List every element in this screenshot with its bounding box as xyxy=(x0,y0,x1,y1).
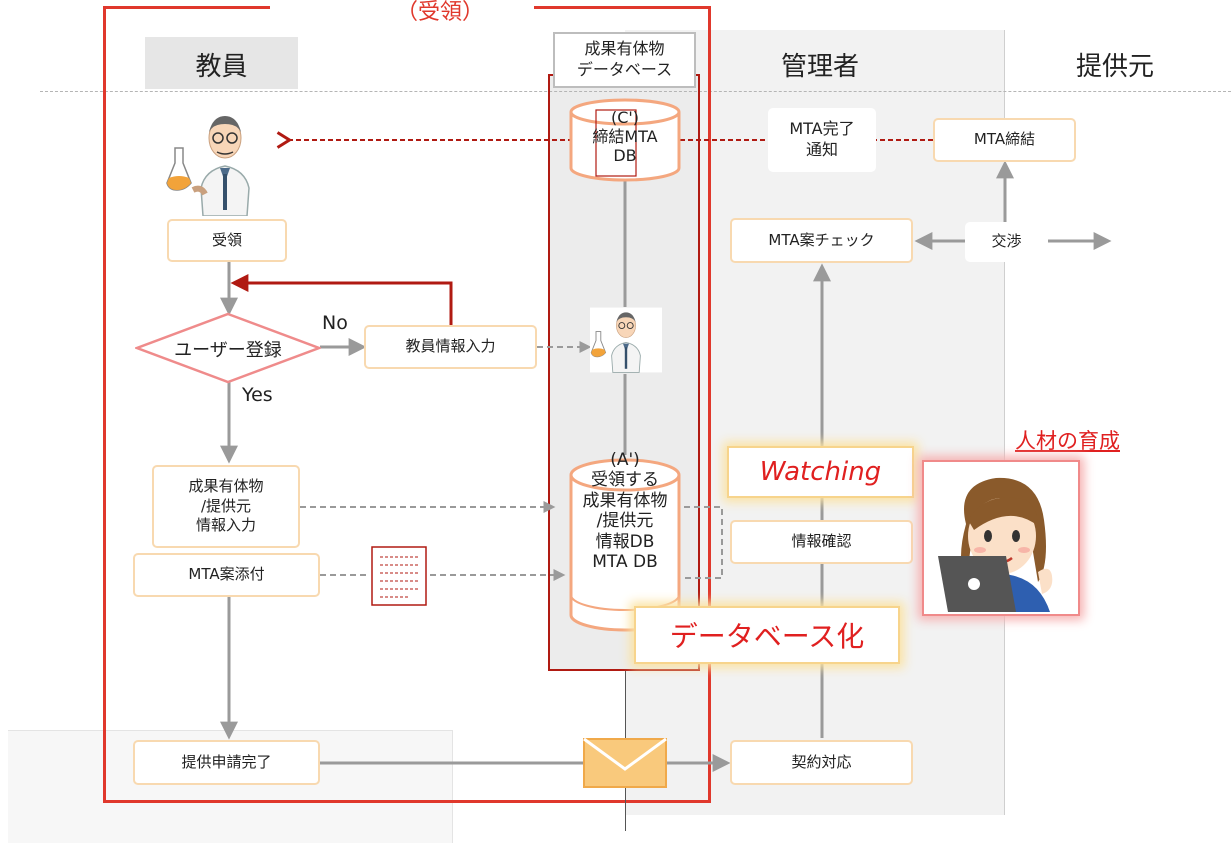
receive-box: 受領 xyxy=(167,219,287,262)
receiving-title: （受領） xyxy=(395,0,484,25)
contract-mta-db-cylinder xyxy=(569,98,681,182)
mta-notice-box: MTA完了 通知 xyxy=(768,108,876,172)
receiving-frame-gap xyxy=(270,0,534,14)
manager-lane-right-border xyxy=(1004,30,1005,815)
contract-box: 契約対応 xyxy=(730,740,913,785)
mta-conclude-box: MTA締結 xyxy=(933,118,1076,162)
document-icon xyxy=(371,546,427,606)
teacher-illustration xyxy=(166,116,250,216)
material-info-input-box: 成果有体物 /提供元 情報入力 xyxy=(152,465,300,548)
watching-highlight: Watching xyxy=(727,446,914,498)
arrow-teacher-input-return xyxy=(230,274,453,325)
yes-label: Yes xyxy=(242,384,273,406)
info-confirm-box: 情報確認 xyxy=(730,520,913,564)
submit-complete-box: 提供申請完了 xyxy=(133,740,320,785)
database-lane-header: 成果有体物 データベース xyxy=(553,32,696,88)
envelope-icon xyxy=(583,737,667,788)
header-divider-line xyxy=(40,91,1231,92)
negotiation-box: 交渉 xyxy=(965,222,1048,262)
mta-check-box: MTA案チェック xyxy=(730,218,913,263)
dashed-db-to-info-confirm xyxy=(684,506,723,579)
staff-illustration xyxy=(938,477,1053,612)
database-conversion-highlight: データベース化 xyxy=(634,606,900,664)
no-label: No xyxy=(322,312,348,334)
provider-lane-header: 提供元 xyxy=(1075,52,1154,82)
manager-lane-header: 管理者 xyxy=(780,52,859,82)
user-registration-diamond xyxy=(135,312,321,384)
material-db-label: (A') 受領する 成果有体物 /提供元 情報DB MTA DB xyxy=(582,450,668,572)
user-registration-label: ユーザー登録 xyxy=(174,340,282,361)
mta-attach-box: MTA案添付 xyxy=(133,553,320,597)
teacher-info-input-box: 教員情報入力 xyxy=(364,325,537,369)
talent-development-label: 人材の育成 xyxy=(1015,429,1120,453)
contract-mta-db-label: (C') 締結MTA DB xyxy=(592,108,658,166)
teacher-header-background xyxy=(145,37,298,89)
teacher-lane-header: 教員 xyxy=(195,52,248,82)
teacher-icon-small xyxy=(590,307,662,373)
